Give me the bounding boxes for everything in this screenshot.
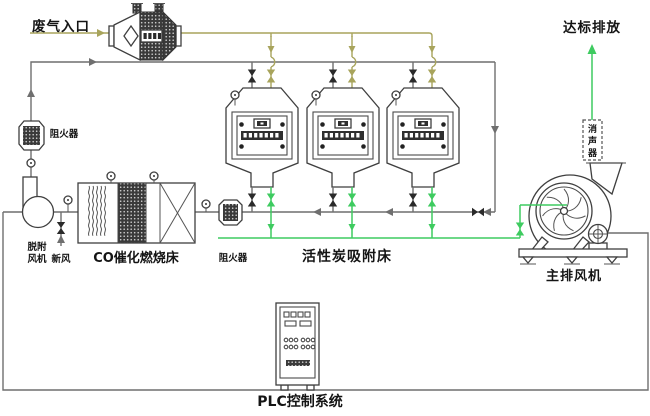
- muffler: 消 声 器: [582, 119, 603, 161]
- muffler-char-1: 消: [588, 123, 597, 135]
- desorption-fan: [21, 176, 55, 229]
- flame-arrester-mid-label: 阻火器: [219, 253, 248, 264]
- waste-gas-inlet-label: 废气入口: [32, 18, 90, 35]
- fan-base-feet: [520, 256, 620, 265]
- plc-cabinet: [275, 302, 320, 391]
- muffler-char-3: 器: [587, 148, 598, 159]
- carbon-beds-label: 活性炭吸附床: [302, 248, 392, 265]
- inlet-filter: [108, 3, 182, 62]
- flame-arrester-left-label: 阻火器: [50, 129, 79, 140]
- plc-label: PLC控制系统: [257, 393, 342, 410]
- flame-arrester-left: [18, 120, 45, 151]
- fresh-air-inlet: [56, 212, 66, 246]
- adsorption-bed-3: [386, 35, 460, 239]
- fan-motor: [587, 223, 609, 245]
- desorption-fan-label-line1: 脱附: [27, 241, 47, 253]
- fresh-air-label: 新风: [51, 253, 71, 265]
- gauge-icons: [26, 158, 211, 212]
- desorption-fan-label-line2: 风机: [27, 253, 47, 265]
- fan-blades-icon: [541, 188, 586, 234]
- raw-gas-line: [30, 29, 433, 37]
- co-catalytic-bed: [77, 182, 196, 244]
- discharge-line: [587, 44, 597, 120]
- main-fan-label: 主排风机: [546, 268, 602, 284]
- discharge-label: 达标排放: [563, 19, 621, 36]
- muffler-char-2: 声: [587, 135, 597, 147]
- valve-icon: [472, 207, 484, 217]
- co-bed-label: CO催化燃烧床: [93, 250, 180, 266]
- plc-control-line: [2, 211, 649, 391]
- purified-gas-collection-line: [218, 205, 525, 239]
- flame-arrester-mid: [218, 199, 243, 226]
- plc-panel-buttons: [283, 311, 316, 366]
- adsorption-bed-2: [306, 35, 380, 239]
- main-exhaust-fan: [518, 162, 628, 265]
